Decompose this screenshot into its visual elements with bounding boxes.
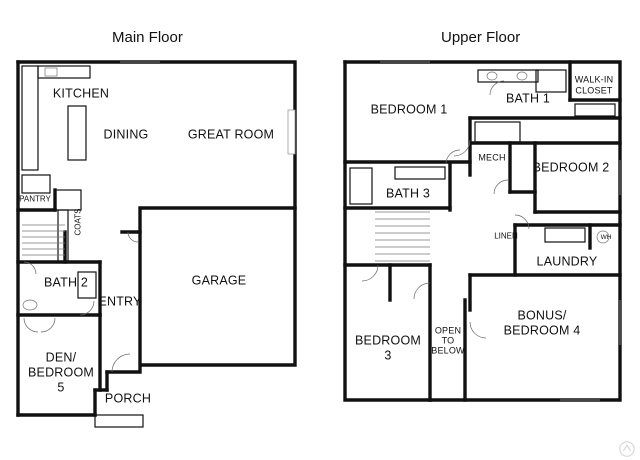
upper-floor-fixtures xyxy=(349,61,621,401)
room-label-walk-in-line1: WALK-IN xyxy=(574,74,614,85)
room-label-den-line2: BEDROOM xyxy=(28,365,94,380)
room-label-garage: GARAGE xyxy=(191,273,247,288)
upper-floor-title: Upper Floor xyxy=(441,29,521,46)
room-label-bath-2: BATH 2 xyxy=(43,275,89,290)
room-label-linen: LINEN xyxy=(494,231,518,241)
room-label-entry: ENTRY xyxy=(98,294,142,309)
room-label-open-line2: TO xyxy=(441,335,455,346)
room-label-porch: PORCH xyxy=(104,391,152,406)
watermark-logo-icon xyxy=(619,441,635,457)
room-label-open-line1: OPEN xyxy=(434,325,462,336)
room-label-bedroom-3-line2: 3 xyxy=(384,348,392,363)
main-floor-walls xyxy=(16,60,297,417)
room-label-walk-in-line2: CLOSET xyxy=(575,85,613,96)
room-label-bonus-line1: BONUS/ xyxy=(517,308,567,323)
room-label-den-line3: 5 xyxy=(57,380,65,395)
room-label-coats: COATS xyxy=(73,208,83,236)
main-floor-title: Main Floor xyxy=(112,29,183,46)
upper-floor-walls xyxy=(343,60,622,402)
room-label-bedroom-3-line1: BEDROOM xyxy=(355,333,421,348)
room-label-great-room: GREAT ROOM xyxy=(187,127,275,142)
room-label-kitchen: KITCHEN xyxy=(52,86,110,101)
room-label-bedroom-2: BEDROOM 2 xyxy=(532,160,610,175)
room-label-bath-1: BATH 1 xyxy=(505,91,551,106)
main-floor-fixtures xyxy=(21,61,296,428)
room-label-dining: DINING xyxy=(103,127,149,142)
room-label-pantry: PANTRY xyxy=(19,194,51,204)
room-label-bedroom-1: BEDROOM 1 xyxy=(370,102,448,117)
room-label-mech: MECH xyxy=(478,152,506,163)
room-label-wh: WH xyxy=(600,234,612,241)
room-label-den-line1: DEN/ xyxy=(45,350,77,365)
room-label-open-line3: BELOW xyxy=(431,345,465,356)
room-label-bath-3: BATH 3 xyxy=(385,186,431,201)
room-label-laundry: LAUNDRY xyxy=(536,254,598,269)
room-label-bonus-line2: BEDROOM 4 xyxy=(503,323,581,338)
